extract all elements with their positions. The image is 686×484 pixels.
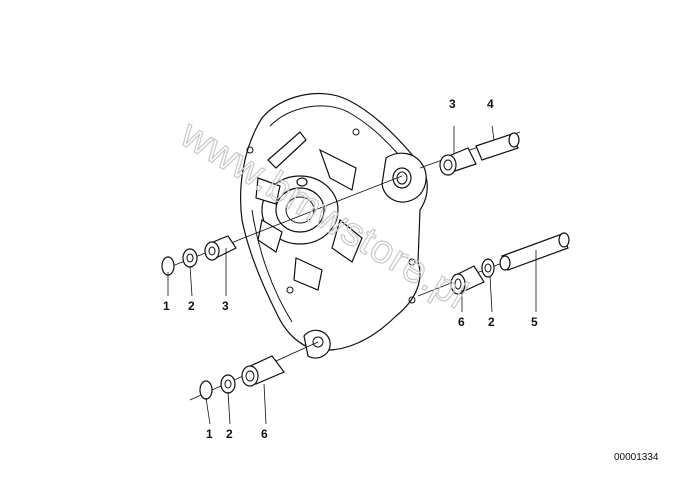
callout-5-right: 5: [531, 315, 538, 329]
callout-1-upper: 1: [163, 299, 170, 313]
callout-1-lower: 1: [206, 427, 213, 441]
washer-part: [182, 248, 198, 268]
callout-3-top: 3: [449, 97, 456, 111]
callout-2-lower: 2: [226, 427, 233, 441]
callout-2-right: 2: [488, 315, 495, 329]
callout-6-lower: 6: [261, 427, 268, 441]
callout-3-upper: 3: [222, 299, 229, 313]
callout-labels: 1 2 3 1 2 6 3 4 6 2 5: [163, 97, 538, 441]
mid-right-hardware: [450, 232, 570, 295]
reference-number: 00001334: [614, 452, 659, 463]
alternator-housing: [240, 93, 428, 359]
callout-leaders: [167, 125, 537, 425]
callout-6-right: 6: [458, 315, 465, 329]
lower-left-hardware: [199, 355, 285, 400]
top-right-hardware: [439, 132, 520, 176]
callout-2-upper: 2: [188, 299, 195, 313]
callout-4-top: 4: [487, 97, 494, 111]
upper-left-hardware: [161, 235, 237, 276]
